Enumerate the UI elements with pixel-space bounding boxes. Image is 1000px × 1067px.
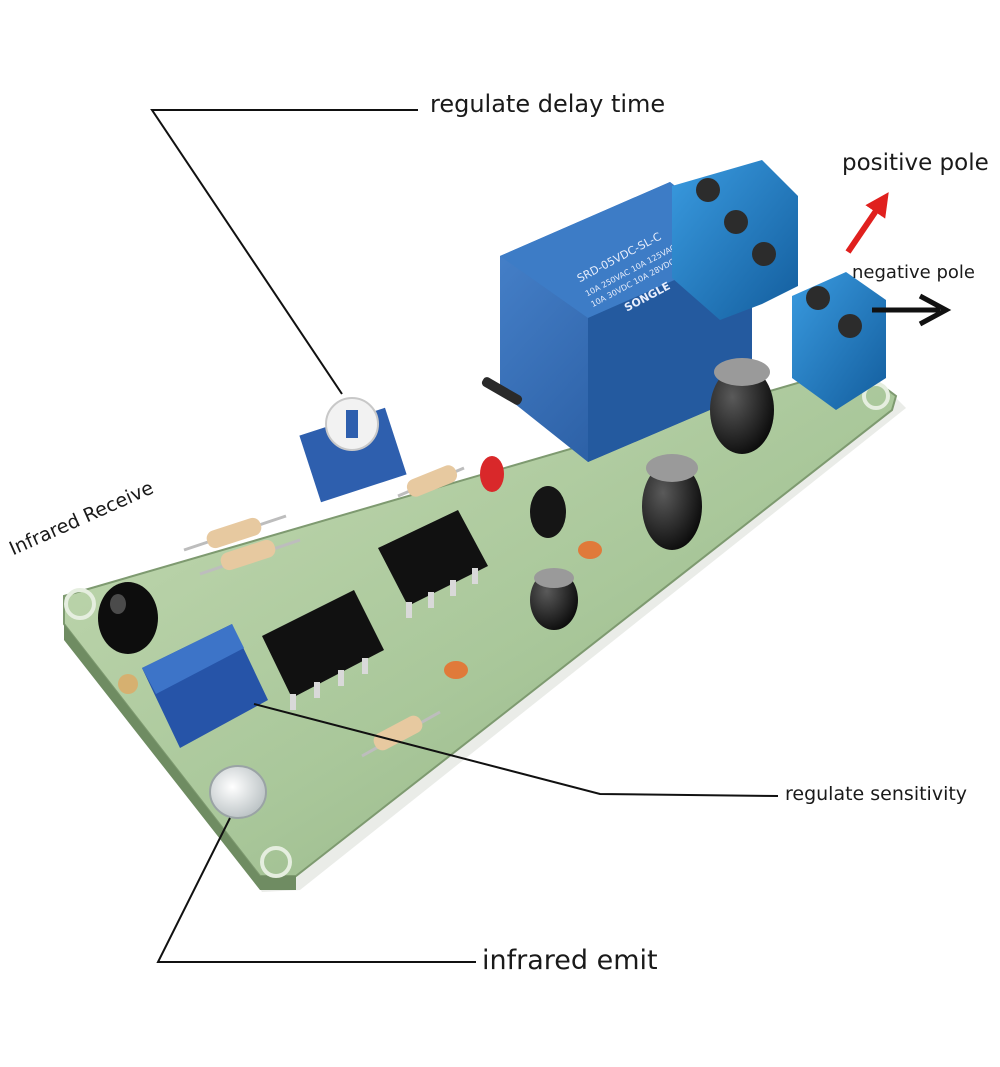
leader-line-sensitivity [253,703,779,797]
mount-hole [260,846,292,878]
leader-line-delay [150,109,418,395]
label-infrared-emit: infrared emit [482,945,658,976]
negative-pole-arrow [872,293,952,327]
terminal-screw [724,210,748,234]
capacitor-small [530,568,578,630]
trimmer-screw [118,674,138,694]
ir-receiver [98,582,158,654]
diode [481,377,523,405]
mount-hole [64,588,96,620]
capacitor-large-1 [710,358,774,454]
leader-line-emit [156,817,476,963]
terminal-screw [838,314,862,338]
ic-chip-1 [262,590,384,710]
ceramic-capacitor [578,541,602,559]
label-regulate-sensitivity: regulate sensitivity [785,783,968,805]
ic-chip-2 [378,510,488,618]
label-negative-pole: negative pole [852,262,975,283]
leader-lines [150,109,779,963]
label-positive-pole: positive pole [842,150,989,176]
label-regulate-delay-time: regulate delay time [430,90,666,118]
potentiometer-delay [299,397,407,503]
led-red [480,456,504,492]
terminal-block-output [672,160,798,320]
positive-pole-arrow [845,192,889,254]
potentiometer-sensitivity [118,624,268,748]
resistor [361,710,441,758]
resistor [183,514,287,552]
ir-emitter-led [209,765,267,819]
terminal-screw [752,242,776,266]
terminal-screw [696,178,720,202]
capacitor-large-2 [642,454,702,550]
pcb-board [63,364,898,890]
transistor [530,486,566,538]
terminal-block-power [792,272,886,410]
terminal-screw [806,286,830,310]
resistor [397,465,465,498]
ceramic-capacitor [444,661,468,679]
resistor [199,538,301,576]
